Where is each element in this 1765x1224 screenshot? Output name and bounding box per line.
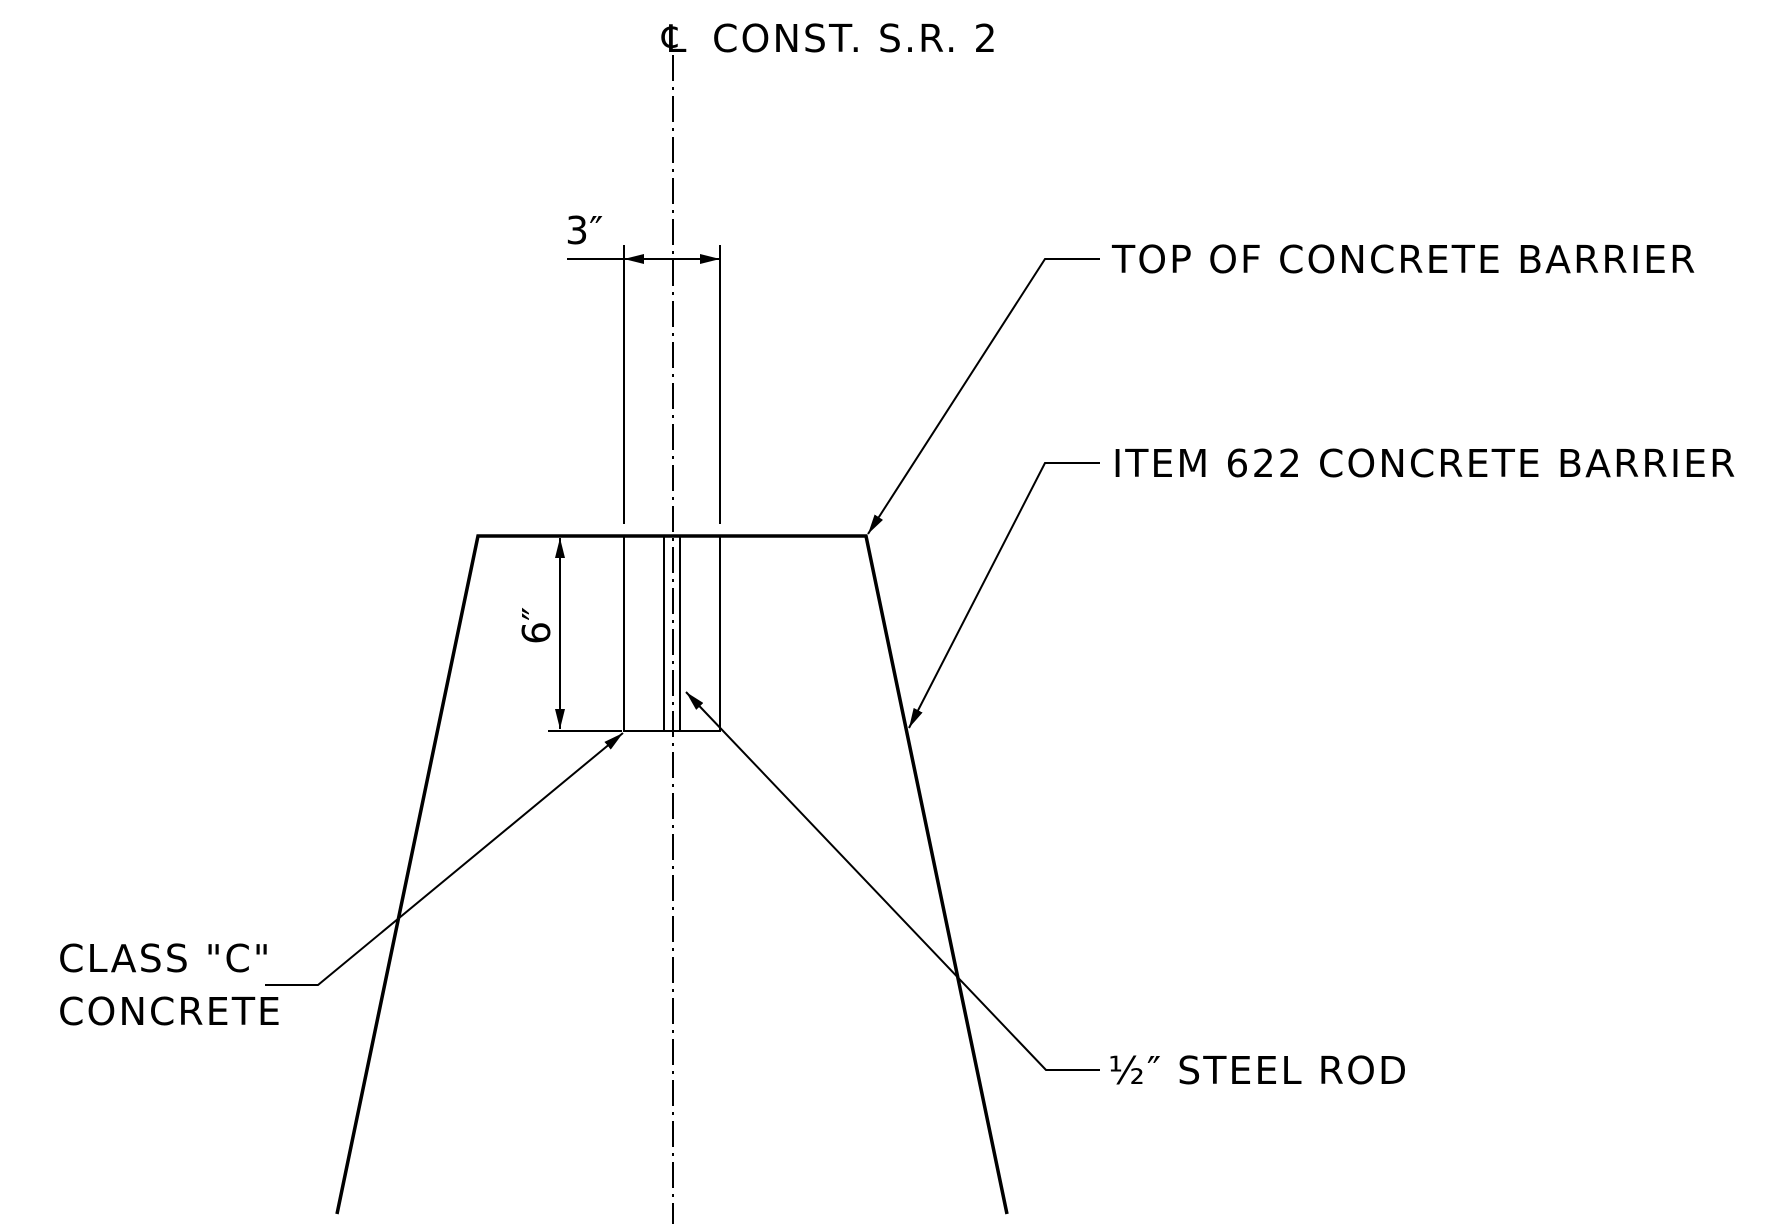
callout-class-c-line2: CONCRETE — [58, 990, 283, 1034]
leader-item-622-barrier — [908, 462, 1100, 729]
leader-top-of-barrier — [867, 258, 1100, 535]
callout-class-c-line1: CLASS "C" — [58, 937, 272, 981]
leader-steel-rod — [685, 691, 1100, 1071]
concrete-pocket — [623, 535, 721, 732]
leader-class-c-concrete — [265, 732, 624, 986]
callout-top-of-barrier: TOP OF CONCRETE BARRIER — [1111, 238, 1698, 282]
depth-dimension-label: 6″ — [515, 607, 559, 645]
callout-item-622-barrier: ITEM 622 CONCRETE BARRIER — [1112, 442, 1738, 486]
centerline-label: CONST. S.R. 2 — [712, 17, 999, 61]
centerline-symbol: ℄ — [661, 17, 688, 61]
callout-steel-rod: ½″ STEEL ROD — [1108, 1049, 1409, 1093]
width-dimension-label: 3″ — [565, 209, 603, 253]
